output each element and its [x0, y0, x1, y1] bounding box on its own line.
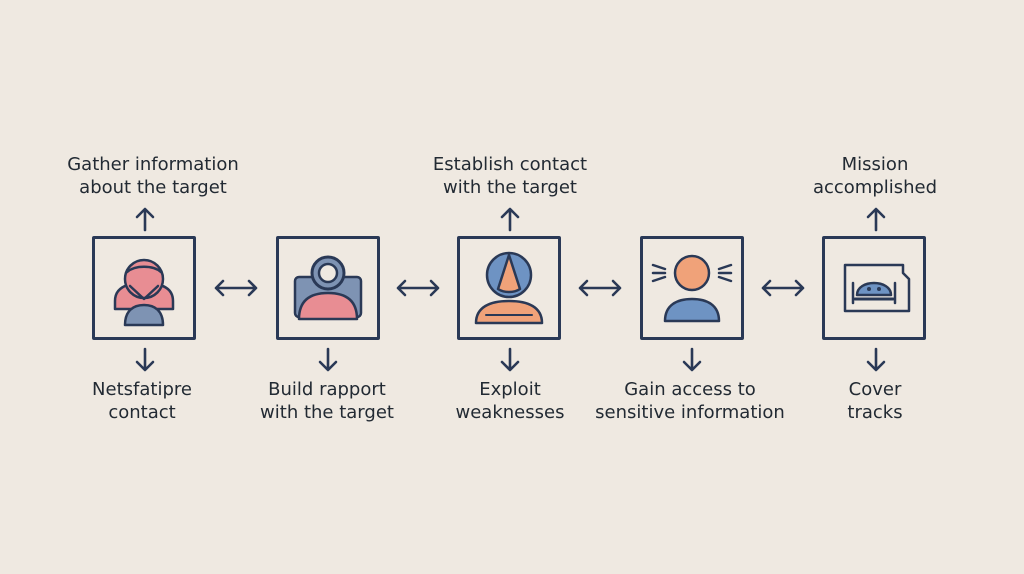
double-arrow-icon	[214, 279, 258, 297]
helmet-screen-icon	[843, 263, 911, 313]
down-arrow-icon	[866, 347, 886, 372]
step-4-box	[640, 236, 744, 340]
up-arrow-icon	[500, 207, 520, 232]
double-arrow-icon	[578, 279, 622, 297]
person-mask-icon	[113, 258, 175, 327]
down-arrow-icon	[500, 347, 520, 372]
person-signal-icon	[651, 254, 733, 323]
step-3-box	[457, 236, 561, 340]
double-arrow-icon	[396, 279, 440, 297]
hooded-person-icon	[474, 251, 544, 325]
step-5-box	[822, 236, 926, 340]
down-arrow-icon	[318, 347, 338, 372]
step-1-box	[92, 236, 196, 340]
double-arrow-icon	[761, 279, 805, 297]
up-arrow-icon	[866, 207, 886, 232]
step-2-box	[276, 236, 380, 340]
up-arrow-icon	[135, 207, 155, 232]
down-arrow-icon	[682, 347, 702, 372]
down-arrow-icon	[135, 347, 155, 372]
person-frame-icon	[293, 255, 363, 321]
